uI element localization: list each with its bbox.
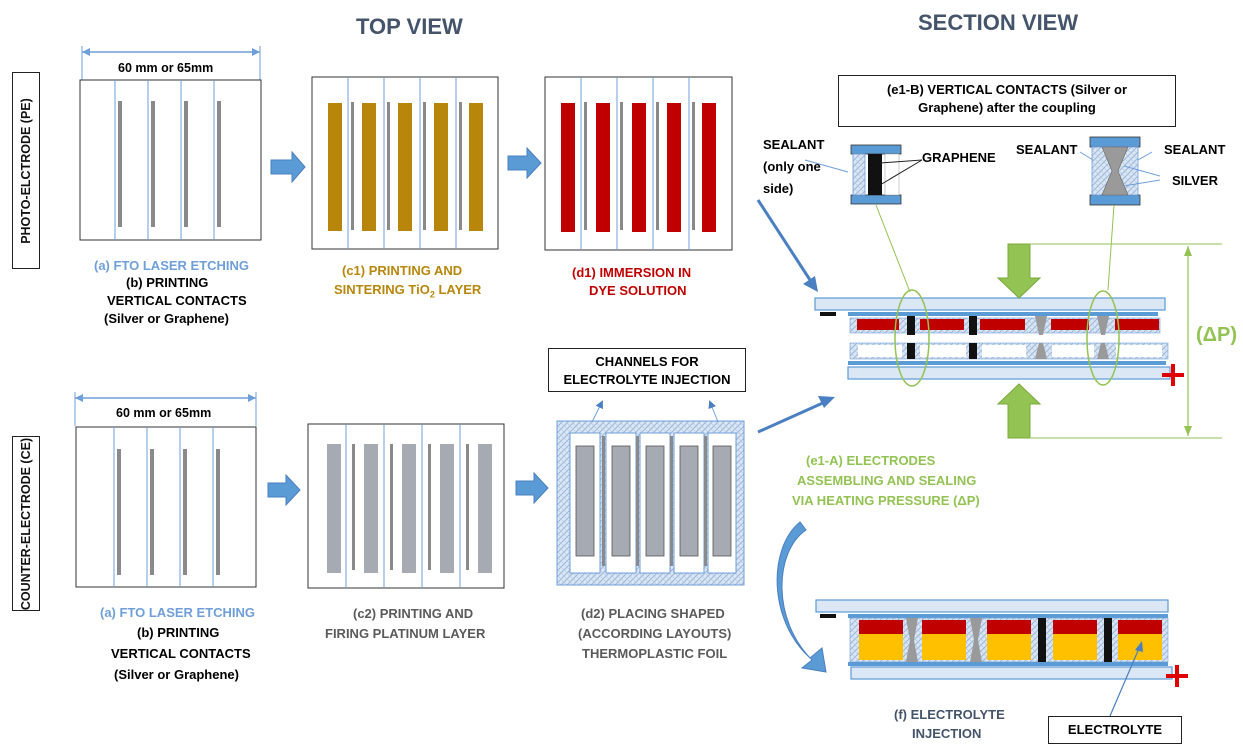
ce-side-label-text: COUNTER-ELECTRODE (CE) bbox=[19, 437, 33, 610]
flow-arrow-pe-1 bbox=[270, 150, 306, 184]
pe-side-label: PHOTO-ELCTRODE (PE) bbox=[12, 72, 40, 269]
ce-step-c2-line1: (c2) PRINTING AND bbox=[353, 606, 474, 621]
ce-step-a: (a) FTO LASER ETCHING bbox=[100, 605, 256, 620]
channels-line2: ELECTROLYTE INJECTION bbox=[563, 372, 731, 387]
silver-contact-detail bbox=[1079, 136, 1161, 206]
ce-platinum-panel bbox=[307, 423, 505, 589]
ce-dimension-arrow bbox=[74, 392, 257, 426]
sealant-right-label: SEALANT bbox=[1164, 142, 1226, 157]
ce-fto-panel bbox=[75, 426, 257, 588]
pe-step-b3: (Silver or Graphene) bbox=[104, 311, 229, 326]
section-view-heading: SECTION VIEW bbox=[918, 10, 1079, 35]
pe-step-b2: VERTICAL CONTACTS bbox=[107, 293, 247, 308]
e1a-line2: ASSEMBLING AND SEALING bbox=[797, 473, 977, 488]
pe-step-a: (a) FTO LASER ETCHING bbox=[94, 258, 250, 273]
pe-dye-panel bbox=[544, 76, 733, 251]
ce-foil-panel bbox=[556, 420, 745, 586]
flow-arrow-pe-2 bbox=[507, 146, 542, 180]
f-line1: (f) ELECTROLYTE bbox=[894, 707, 1005, 722]
ce-step-d2-line2: (ACCORDING LAYOUTS) bbox=[578, 626, 732, 641]
pe-dimension-arrow bbox=[81, 46, 261, 80]
e1b-line2: Graphene) after the coupling bbox=[918, 100, 1096, 115]
c1-sub: 2 bbox=[429, 289, 435, 300]
e1a-line3: VIA HEATING PRESSURE (ΔP) bbox=[792, 493, 980, 508]
sealant-mid-label: SEALANT bbox=[1016, 142, 1078, 157]
sealant-left-line3: side) bbox=[763, 181, 794, 196]
ce-step-d2-line3: THERMOPLASTIC FOIL bbox=[582, 646, 728, 661]
pe-fto-panel bbox=[79, 79, 262, 241]
ce-step-b1: (b) PRINTING bbox=[137, 625, 220, 640]
pe-step-c1-line2: SINTERING TiO2 LAYER bbox=[334, 281, 481, 304]
e1a-line1: (e1-A) ELECTRODES bbox=[806, 453, 936, 468]
pe-step-d1-line2: DYE SOLUTION bbox=[589, 283, 687, 298]
assembly-section bbox=[814, 289, 1184, 387]
pe-tio2-panel bbox=[311, 76, 499, 250]
electrolyte-callout: ELECTROLYTE bbox=[1048, 716, 1182, 744]
ce-step-b3: (Silver or Graphene) bbox=[114, 667, 239, 682]
ce-step-b2: VERTICAL CONTACTS bbox=[111, 646, 251, 661]
flow-arrow-ce-1 bbox=[267, 473, 301, 507]
pe-side-label-text: PHOTO-ELCTRODE (PE) bbox=[19, 97, 33, 244]
channels-line1: CHANNELS FOR bbox=[595, 354, 699, 369]
graphene-label: GRAPHENE bbox=[922, 150, 996, 165]
flow-arrow-ce-2 bbox=[515, 471, 549, 505]
sealant-left-line2: (only one bbox=[763, 159, 821, 174]
ce-width-label: 60 mm or 65mm bbox=[116, 406, 212, 420]
curved-arrow bbox=[776, 521, 827, 673]
e1b-callout: (e1-B) VERTICAL CONTACTS (Silver or Grap… bbox=[838, 75, 1176, 127]
ce-step-d2-line1: (d2) PLACING SHAPED bbox=[581, 606, 725, 621]
pe-step-d1-line1: (d1) IMMERSION IN bbox=[572, 265, 692, 280]
e1b-line1: (e1-B) VERTICAL CONTACTS (Silver or bbox=[886, 82, 1128, 97]
to-assembly-arrows bbox=[756, 199, 835, 434]
pe-step-b1: (b) PRINTING bbox=[126, 275, 209, 290]
final-assembly bbox=[815, 599, 1188, 717]
top-view-heading: TOP VIEW bbox=[356, 14, 463, 39]
silver-label: SILVER bbox=[1172, 173, 1218, 188]
c1-post: LAYER bbox=[434, 282, 482, 297]
c1-pre: SINTERING TiO bbox=[334, 282, 430, 297]
pe-step-c1-line1: (c1) PRINTING AND bbox=[342, 263, 463, 278]
ce-step-c2-line2: FIRING PLATINUM LAYER bbox=[325, 626, 486, 641]
pe-width-label: 60 mm or 65mm bbox=[118, 61, 214, 75]
delta-p-label: (ΔP) bbox=[1196, 324, 1238, 346]
graphene-contact-detail bbox=[804, 144, 923, 205]
ce-side-label: COUNTER-ELECTRODE (CE) bbox=[12, 436, 40, 611]
f-line2: INJECTION bbox=[912, 726, 982, 741]
sealant-left-line1: SEALANT bbox=[763, 137, 825, 152]
pressure-arrows bbox=[996, 243, 1222, 439]
channels-callout: CHANNELS FOR ELECTROLYTE INJECTION bbox=[548, 348, 746, 392]
